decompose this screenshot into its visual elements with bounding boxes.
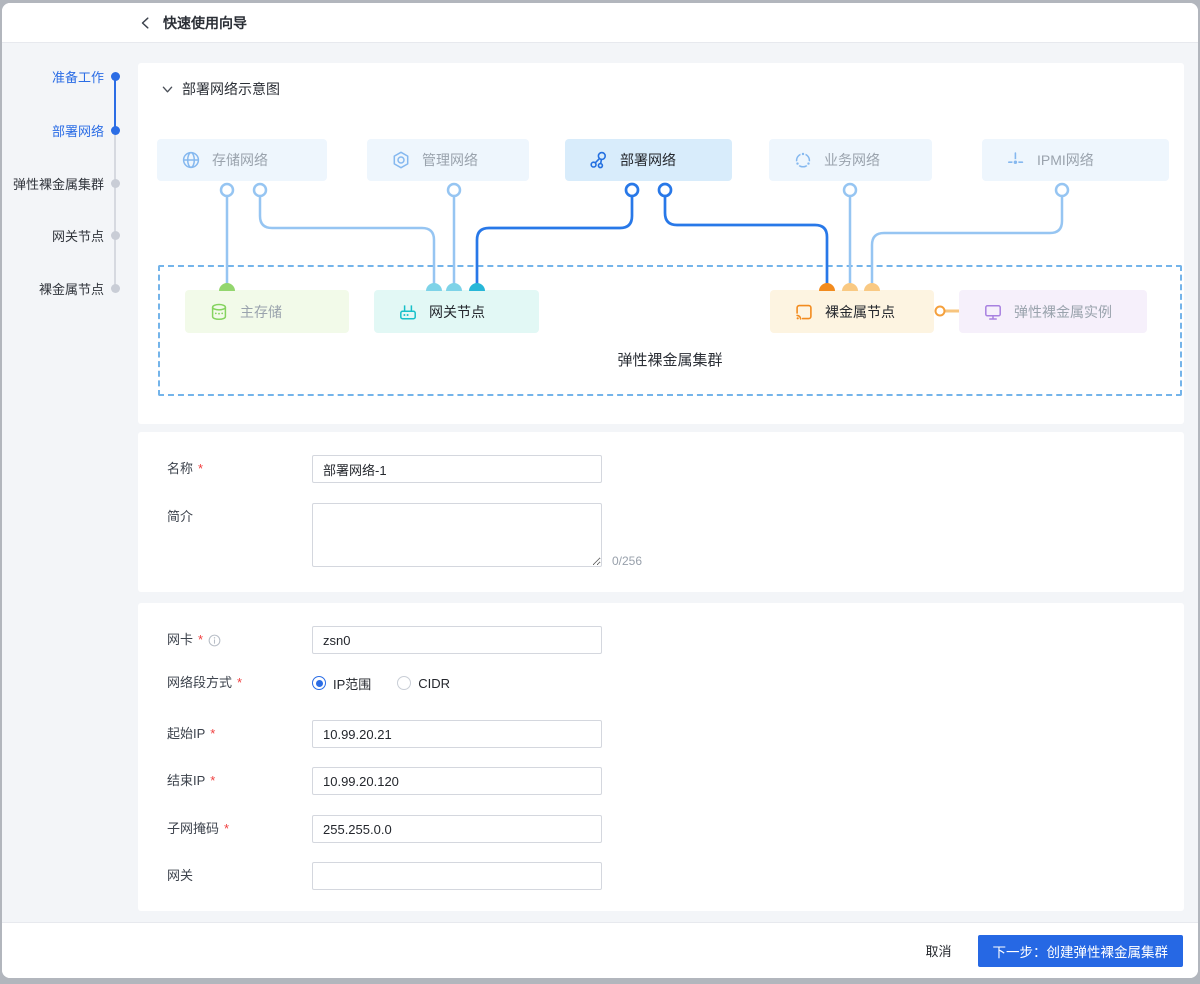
basic-info-card: 名称 * 简介 0/256 xyxy=(138,432,1184,592)
gateway-input[interactable] xyxy=(312,862,602,890)
router-icon xyxy=(398,302,418,322)
diagram-section-title: 部署网络示意图 xyxy=(162,79,280,99)
netmask-row: 子网掩码 * xyxy=(167,815,1184,843)
nic-label: 网卡 xyxy=(167,632,194,647)
start-ip-row: 起始IP * xyxy=(167,720,1184,748)
end-ip-label: 结束IP xyxy=(167,773,206,788)
step-item-baremetal-node[interactable]: 裸金属节点 xyxy=(2,278,120,298)
share-nodes-icon xyxy=(589,150,609,170)
step-dot xyxy=(111,230,120,240)
desc-label: 简介 xyxy=(167,509,194,524)
node-ipmi-network: IPMI网络 xyxy=(982,139,1169,181)
chevron-down-icon[interactable] xyxy=(162,84,173,95)
radio-selected-icon xyxy=(312,676,326,690)
end-ip-input[interactable] xyxy=(312,767,602,795)
step-item-prepare[interactable]: 准备工作 xyxy=(2,66,120,86)
radio-cidr[interactable]: CIDR xyxy=(397,676,450,691)
header: 快速使用向导 xyxy=(2,3,1198,43)
back-chevron-icon[interactable] xyxy=(139,15,155,31)
node-elastic-instance: 弹性裸金属实例 xyxy=(959,290,1147,333)
required-mark: * xyxy=(237,675,243,690)
step-dot xyxy=(111,71,120,81)
node-storage-network: 存储网络 xyxy=(157,139,327,181)
step-item-deploy-network[interactable]: 部署网络 xyxy=(2,120,120,140)
cast-icon xyxy=(794,302,814,322)
page-title: 快速使用向导 xyxy=(163,14,247,31)
netmask-input[interactable] xyxy=(312,815,602,843)
required-mark: * xyxy=(210,773,216,788)
char-counter: 0/256 xyxy=(612,554,643,568)
gateway-row: 网关 xyxy=(167,862,1184,890)
cluster-icon xyxy=(793,150,813,170)
required-mark: * xyxy=(210,726,216,741)
start-ip-label: 起始IP xyxy=(167,726,206,741)
cluster-label: 弹性裸金属集群 xyxy=(617,352,723,369)
required-mark: * xyxy=(224,821,230,836)
step-item-gateway-node[interactable]: 网关节点 xyxy=(2,225,120,245)
end-ip-row: 结束IP * xyxy=(167,767,1184,795)
network-config-card: 网卡 * 网络段方式 * IP范围 xyxy=(138,603,1184,911)
quick-start-wizard-window: 快速使用向导 准备工作 部署网络 弹性裸金属集群 网关节点 裸金属节点 部署 xyxy=(2,3,1198,978)
name-label: 名称 xyxy=(167,461,194,476)
step-item-elastic-cluster[interactable]: 弹性裸金属集群 xyxy=(2,173,120,193)
segment-mode-label: 网络段方式 xyxy=(167,675,233,690)
node-management-network: 管理网络 xyxy=(367,139,529,181)
name-input[interactable] xyxy=(312,455,602,483)
node-business-network: 业务网络 xyxy=(769,139,932,181)
required-mark: * xyxy=(198,461,204,476)
node-deploy-network: 部署网络 xyxy=(565,139,732,181)
desc-textarea[interactable] xyxy=(312,503,602,567)
wizard-steps: 准备工作 部署网络 弹性裸金属集群 网关节点 裸金属节点 xyxy=(2,43,138,922)
nut-icon xyxy=(391,150,411,170)
step-dot xyxy=(111,283,120,293)
name-field-row: 名称 * xyxy=(167,455,1184,483)
start-ip-input[interactable] xyxy=(312,720,602,748)
segment-mode-row: 网络段方式 * IP范围 CIDR xyxy=(167,673,1184,693)
radio-unselected-icon xyxy=(397,676,412,690)
desc-field-row: 简介 0/256 xyxy=(167,503,1184,572)
required-mark: * xyxy=(198,632,204,647)
step-connector-pending xyxy=(114,130,116,288)
netmask-label: 子网掩码 xyxy=(167,821,220,836)
step-dot xyxy=(111,178,120,188)
monitor-icon xyxy=(983,302,1003,322)
cancel-button[interactable]: 取消 xyxy=(925,944,952,959)
node-main-storage: 主存储 xyxy=(185,290,349,333)
radio-ip-range[interactable]: IP范围 xyxy=(312,674,371,693)
nic-field-row: 网卡 * xyxy=(167,626,1184,654)
node-baremetal: 裸金属节点 xyxy=(770,290,934,333)
info-icon[interactable] xyxy=(208,634,221,647)
footer-bar: 取消 下一步：创建弹性裸金属集群 xyxy=(2,922,1198,978)
next-step-button[interactable]: 下一步：创建弹性裸金属集群 xyxy=(977,934,1183,967)
globe-icon xyxy=(181,150,201,170)
network-diagram-card: 部署网络示意图 弹性裸金属集群 存储网络 管理网络 xyxy=(138,63,1184,424)
gateway-label: 网关 xyxy=(167,868,194,883)
step-dot xyxy=(111,125,120,135)
nic-input[interactable] xyxy=(312,626,602,654)
probe-icon xyxy=(1006,150,1026,170)
node-gateway: 网关节点 xyxy=(374,290,539,333)
step-connector-done xyxy=(114,76,116,130)
database-icon xyxy=(209,302,229,322)
